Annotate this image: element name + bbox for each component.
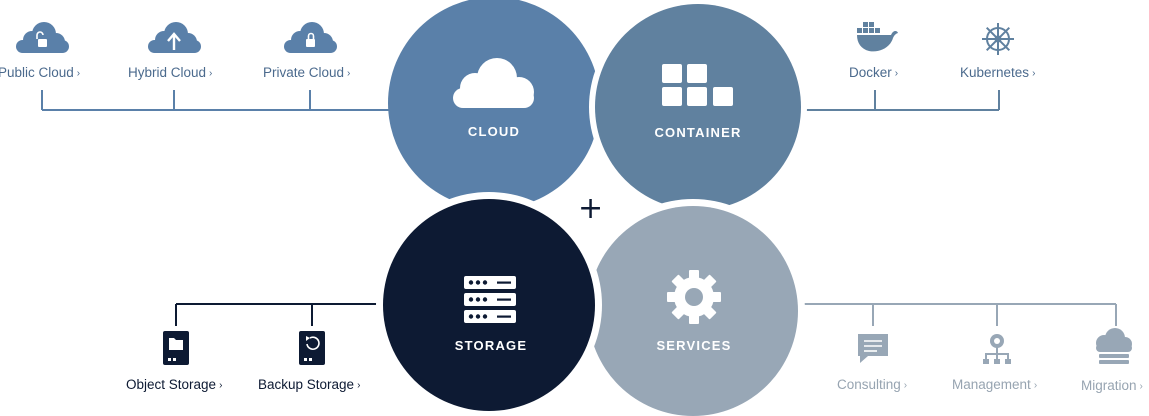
chevron-right-icon: › — [347, 68, 351, 79]
docker-whale-icon — [857, 22, 898, 52]
management-label: Management — [952, 377, 1031, 392]
kubernetes-label: Kubernetes — [960, 65, 1030, 80]
chevron-right-icon: › — [357, 380, 361, 391]
hybrid-cloud-label: Hybrid Cloud — [128, 65, 207, 80]
plus-sign: + — [578, 191, 604, 226]
chevron-right-icon: › — [209, 68, 213, 79]
backup-storage-icon — [299, 331, 325, 365]
cloud-unlock-icon — [16, 22, 69, 53]
backup-storage-link[interactable]: Backup Storage› — [258, 377, 360, 392]
container-grid-icon — [662, 64, 733, 106]
migration-label: Migration — [1081, 378, 1137, 393]
chevron-right-icon: › — [1032, 68, 1036, 79]
hybrid-cloud-link[interactable]: Hybrid Cloud› — [128, 65, 212, 80]
management-link[interactable]: Management› — [952, 377, 1037, 392]
private-cloud-label: Private Cloud — [263, 65, 345, 80]
object-storage-link[interactable]: Object Storage› — [126, 377, 222, 392]
object-storage-icon — [163, 331, 189, 365]
venn-circles — [376, 0, 807, 416]
consulting-label: Consulting — [837, 377, 901, 392]
public-cloud-label: Public Cloud — [0, 65, 74, 80]
kubernetes-helm-icon — [982, 23, 1014, 55]
container-title: CONTAINER — [654, 125, 742, 140]
container-circle[interactable] — [595, 4, 801, 210]
server-stack-icon — [464, 276, 516, 323]
kubernetes-link[interactable]: Kubernetes› — [960, 65, 1035, 80]
connector-lines — [41, 90, 1117, 326]
chevron-right-icon: › — [76, 68, 81, 79]
public-cloud-link[interactable]: Public Cloud› — [0, 65, 80, 80]
cloud-server-icon — [1096, 328, 1132, 364]
docker-link[interactable]: Docker› — [849, 65, 898, 80]
chat-bubble-icon — [858, 334, 888, 363]
private-cloud-link[interactable]: Private Cloud› — [263, 65, 350, 80]
chevron-right-icon: › — [894, 68, 899, 79]
storage-title: STORAGE — [454, 338, 528, 353]
migration-link[interactable]: Migration› — [1081, 378, 1143, 393]
consulting-link[interactable]: Consulting› — [837, 377, 907, 392]
backup-storage-label: Backup Storage — [258, 377, 355, 392]
chevron-right-icon: › — [219, 380, 223, 391]
cloud-title: CLOUD — [467, 124, 521, 139]
object-storage-label: Object Storage — [126, 377, 217, 392]
gear-icon — [667, 270, 721, 324]
cloud-upload-icon — [148, 22, 201, 53]
cloud-lock-icon — [284, 22, 337, 53]
chevron-right-icon: › — [1139, 381, 1143, 392]
cloud-icon — [453, 58, 534, 108]
chevron-right-icon: › — [1033, 380, 1038, 391]
management-hierarchy-icon — [983, 334, 1011, 364]
chevron-right-icon: › — [903, 380, 908, 391]
services-title: SERVICES — [656, 338, 732, 353]
docker-label: Docker — [849, 65, 892, 80]
